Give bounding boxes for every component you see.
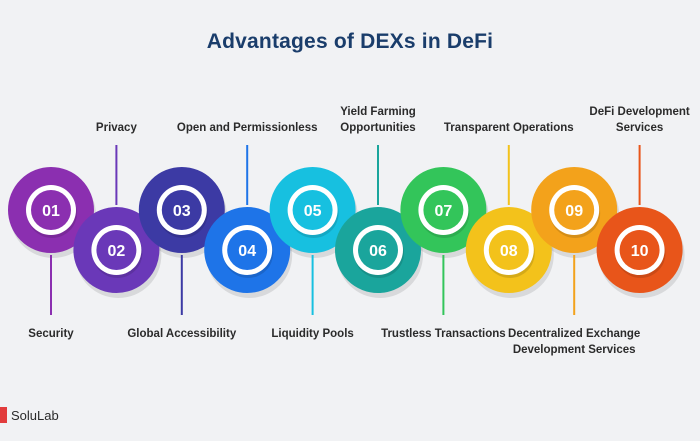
step-ring-04: [204, 207, 291, 293]
step-ring-06: [335, 207, 421, 293]
step-label-05: Liquidity Pools: [271, 328, 354, 340]
step-ring-10: [596, 207, 683, 293]
step-label-03: Global Accessibility: [127, 328, 237, 340]
logo-text: SoluLab: [11, 407, 59, 423]
step-ring-01: [8, 167, 94, 253]
step-label-01: Security: [28, 328, 74, 340]
step-number-07: 07: [435, 203, 453, 220]
step-number-02: 02: [108, 243, 126, 260]
step-disc-05: [292, 190, 333, 230]
step-disc-03: [161, 190, 202, 230]
step-ring-08: [465, 207, 552, 293]
solulab-logo: SoluLab: [0, 405, 59, 425]
logo-mark-icon: [0, 407, 7, 423]
step-ring-09: [531, 167, 618, 253]
step-disc-02: [96, 230, 137, 270]
step-disc-08: [488, 230, 529, 270]
connector-lines: [50, 145, 641, 315]
step-disc-06: [358, 230, 398, 270]
step-number-05: 05: [304, 203, 322, 220]
step-number-06: 06: [369, 243, 387, 260]
page-title: Advantages of DEXs in DeFi: [206, 30, 494, 53]
step-number-08: 08: [500, 243, 518, 260]
step-label-04: Open and Permissionless: [176, 122, 318, 134]
step-label-10: DeFi Development Services: [589, 106, 690, 134]
step-number-03: 03: [173, 203, 191, 220]
step-disc-09: [554, 190, 595, 230]
step-number-04: 04: [238, 243, 256, 260]
step-label-08: Transparent Operations: [443, 122, 574, 134]
step-ring-02: [73, 207, 160, 293]
step-label-07: Trustless Transactions: [381, 328, 506, 340]
number-discs: 01 02 03 04 05 06 07 08 09 10: [26, 185, 666, 278]
step-disc-04: [227, 230, 268, 270]
step-number-01: 01: [42, 203, 60, 220]
step-label-02: Privacy: [95, 122, 137, 134]
step-ring-05: [269, 167, 356, 253]
step-disc-10: [619, 230, 660, 270]
step-number-09: 09: [565, 203, 583, 220]
step-label-09: Decentralized Exchange Development Servi…: [508, 328, 641, 356]
step-ring-07: [400, 167, 487, 253]
step-ring-03: [138, 167, 225, 253]
step-number-10: 10: [631, 243, 649, 260]
step-disc-01: [31, 190, 71, 230]
step-disc-07: [423, 190, 464, 230]
step-label-06: Yield Farming Opportunities: [340, 106, 416, 134]
